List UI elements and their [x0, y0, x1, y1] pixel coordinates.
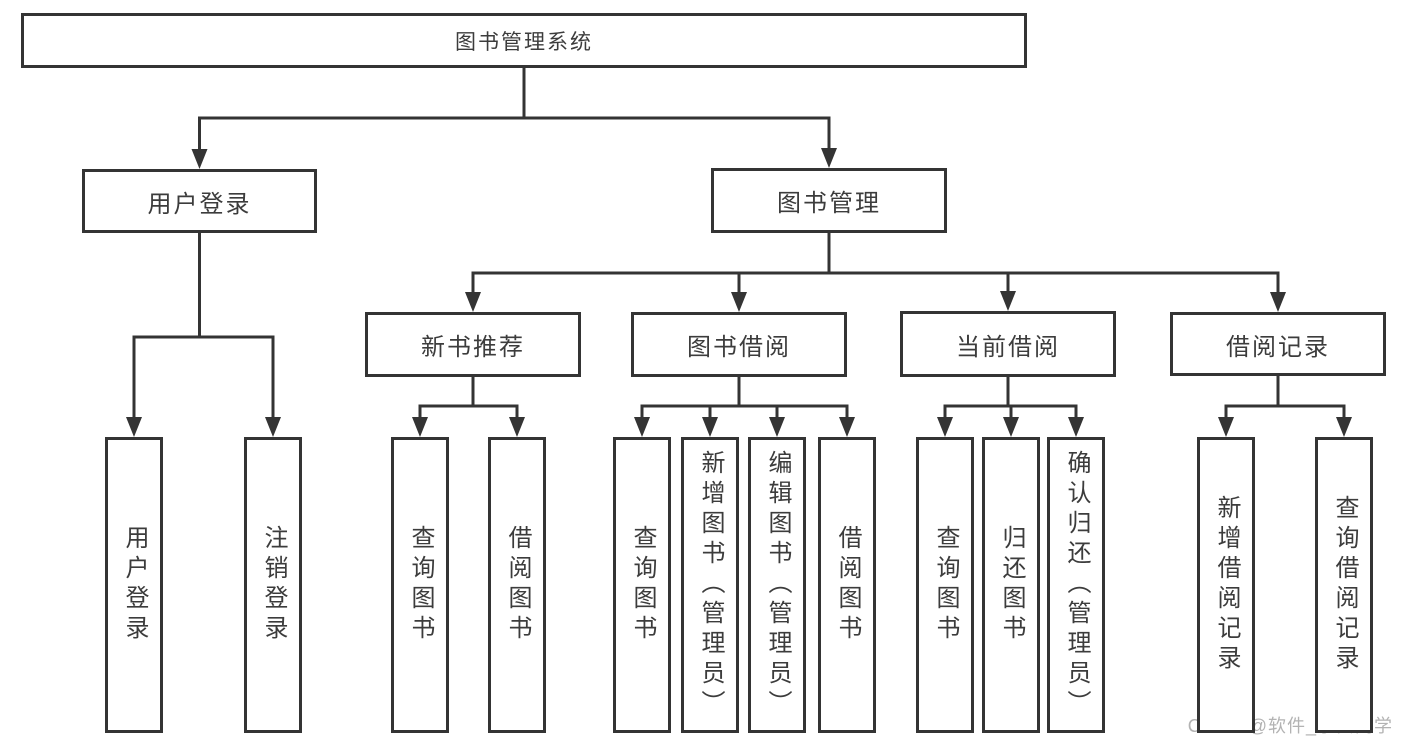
node-current: 当前借阅: [900, 311, 1116, 377]
node-label: 查询借阅记录: [1331, 495, 1358, 675]
node-label: 借阅图书: [834, 525, 861, 645]
node-leaf-user-login: 用户登录: [105, 437, 163, 733]
node-label: 查询图书: [932, 525, 959, 645]
node-label: 确认归还（管理员）: [1063, 450, 1090, 720]
node-label: 新增图书（管理员）: [697, 450, 724, 720]
node-leaf-cb-confirm: 确认归还（管理员）: [1047, 437, 1105, 733]
node-label: 图书管理: [777, 190, 881, 217]
node-leaf-bb-edit: 编辑图书（管理员）: [748, 437, 806, 733]
node-newbook: 新书推荐: [365, 312, 581, 377]
node-leaf-cb-return: 归还图书: [982, 437, 1040, 733]
node-leaf-rec-query: 查询借阅记录: [1315, 437, 1373, 733]
node-label: 归还图书: [998, 525, 1025, 645]
node-label: 当前借阅: [956, 333, 1060, 361]
node-label: 注销登录: [260, 525, 287, 645]
node-label: 查询图书: [629, 525, 656, 645]
node-label: 借阅图书: [504, 525, 531, 645]
node-label: 新增借阅记录: [1213, 495, 1240, 675]
node-login: 用户登录: [82, 169, 317, 233]
node-label: 新书推荐: [421, 334, 525, 361]
node-borrowmod: 图书借阅: [631, 312, 847, 377]
node-label: 用户登录: [147, 190, 252, 218]
node-mgmt: 图书管理: [711, 168, 947, 233]
node-label: 查询图书: [407, 525, 434, 645]
node-label: 借阅记录: [1226, 333, 1330, 361]
node-records: 借阅记录: [1170, 312, 1386, 376]
node-leaf-bb-query: 查询图书: [613, 437, 671, 733]
node-leaf-nb-query: 查询图书: [391, 437, 449, 733]
node-label: 图书借阅: [687, 334, 791, 361]
node-leaf-bb-add: 新增图书（管理员）: [681, 437, 739, 733]
node-leaf-rec-add: 新增借阅记录: [1197, 437, 1255, 733]
node-label: 用户登录: [121, 525, 148, 645]
node-label: 图书管理系统: [455, 30, 593, 54]
node-leaf-nb-borrow: 借阅图书: [488, 437, 546, 733]
node-label: 编辑图书（管理员）: [764, 450, 791, 720]
node-leaf-logout: 注销登录: [244, 437, 302, 733]
node-root: 图书管理系统: [21, 13, 1027, 68]
node-leaf-bb-borrow: 借阅图书: [818, 437, 876, 733]
node-leaf-cb-query: 查询图书: [916, 437, 974, 733]
